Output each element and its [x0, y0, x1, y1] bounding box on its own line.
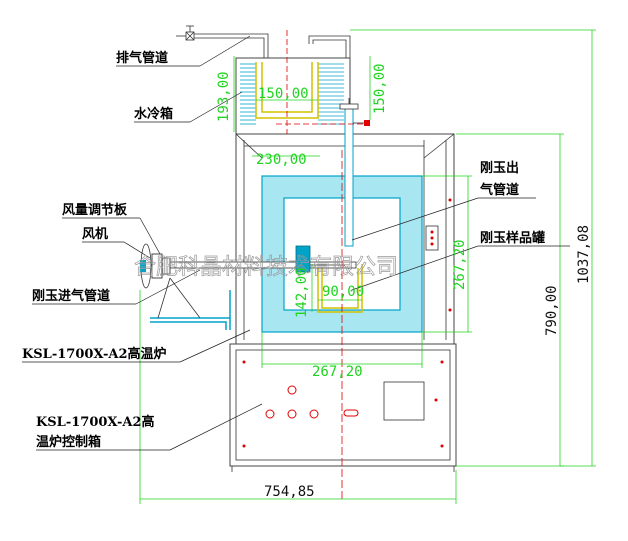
- label-corundum-outlet-line2: 气管道: [480, 182, 519, 198]
- label-control-box-line1: KSL-1700X-A2高: [36, 414, 155, 430]
- water-cooling-box: [235, 57, 351, 135]
- label-furnace: KSL-1700X-A2高温炉: [22, 346, 167, 362]
- switch-icon: [343, 409, 359, 417]
- label-control-box-line2: 温炉控制箱: [36, 434, 101, 450]
- dim-total-width: 754,85: [264, 484, 315, 500]
- dim-tank-width: 90,00: [322, 284, 364, 300]
- dim-water-box-height: 193,00: [216, 71, 232, 122]
- watermark: 合肥科晶材料技术有限公司: [134, 255, 398, 280]
- knob-icon: [309, 409, 319, 419]
- dim-chamber-width: 267,20: [312, 364, 363, 380]
- dim-total-height: 1037,08: [576, 225, 592, 284]
- corundum-inlet-pipe: [150, 245, 357, 330]
- exhaust-pipe: [176, 25, 351, 60]
- airflow-support: [157, 277, 201, 319]
- dim-chamber-height: 267,20: [452, 239, 468, 290]
- knob-icon: [287, 385, 297, 395]
- centerlines: [276, 30, 370, 500]
- label-corundum-outlet-line1: 刚玉出: [480, 160, 519, 176]
- label-exhaust-pipe: 排气管道: [116, 50, 168, 66]
- fan: [140, 243, 171, 289]
- label-corundum-inlet-pipe: 刚玉进气管道: [32, 288, 110, 304]
- label-corundum-sample-tank: 刚玉样品罐: [480, 230, 545, 246]
- dim-water-box-right: 150,00: [372, 63, 388, 114]
- dim-water-box-width: 150,00: [258, 86, 309, 102]
- label-airflow-regulator: 风量调节板: [62, 202, 128, 218]
- knob-icon: [265, 409, 275, 419]
- dimension-lines: [139, 29, 596, 504]
- leader-lines: [22, 35, 570, 451]
- knob-icon: [287, 409, 297, 419]
- dim-body-height: 790,00: [544, 285, 560, 336]
- control-panel-display: [383, 381, 425, 421]
- dim-furnace-top-width: 230,00: [256, 152, 307, 168]
- dim-tank-height: 142,00: [294, 267, 310, 318]
- corundum-outlet-pipe: [339, 98, 370, 247]
- label-water-cooling-box: 水冷箱: [134, 106, 173, 122]
- label-fan: 风机: [82, 226, 108, 242]
